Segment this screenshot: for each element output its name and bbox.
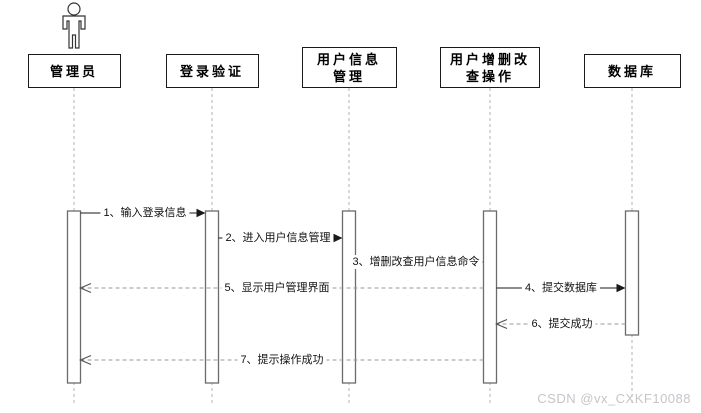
lifeline-box-user-crud-operations: 用户增删改查操作: [440, 47, 540, 88]
message-label-6: 6、提交成功: [528, 317, 596, 331]
message-label-1: 1、输入登录信息: [100, 206, 190, 220]
message-label-3: 3、增删改查用户信息命令: [349, 255, 483, 269]
lifeline-box-user-info-management: 用户信息管理: [301, 47, 397, 88]
watermark: CSDN @vx_CXKF10088: [537, 391, 691, 406]
activation-bar-user-crud-operations: [482, 210, 498, 384]
activation-bar-admin: [66, 210, 82, 384]
message-arrowhead-1: [196, 208, 206, 218]
message-arrowhead-2: [333, 233, 343, 243]
lifeline-label-user-crud-operations: 用户增删改查操作: [449, 51, 530, 84]
message-arrowhead-6: [494, 318, 508, 330]
lifeline-label-user-info-management: 用户信息管理: [316, 51, 381, 84]
activation-bar-database: [624, 210, 640, 336]
message-arrowhead-5: [78, 282, 92, 294]
message-label-7: 7、提示操作成功: [237, 353, 327, 367]
lifeline-box-login-verification: 登录验证: [165, 54, 259, 88]
message-arrowhead-7: [78, 354, 92, 366]
message-label-4: 4、提交数据库: [521, 281, 601, 295]
actor-icon: [62, 2, 86, 49]
activation-bar-login-verification: [204, 210, 220, 384]
message-label-5: 5、显示用户管理界面: [221, 281, 333, 295]
lifeline-box-database: 数据库: [583, 54, 681, 88]
message-arrowhead-4: [616, 283, 626, 293]
message-label-2: 2、进入用户信息管理: [222, 231, 334, 245]
lifeline-label-admin: 管理员: [49, 63, 98, 79]
activation-bar-user-info-management: [341, 210, 357, 384]
lifeline-label-login-verification: 登录验证: [179, 63, 244, 79]
lifeline-label-database: 数据库: [607, 63, 656, 79]
lifeline-box-admin: 管理员: [27, 54, 121, 88]
